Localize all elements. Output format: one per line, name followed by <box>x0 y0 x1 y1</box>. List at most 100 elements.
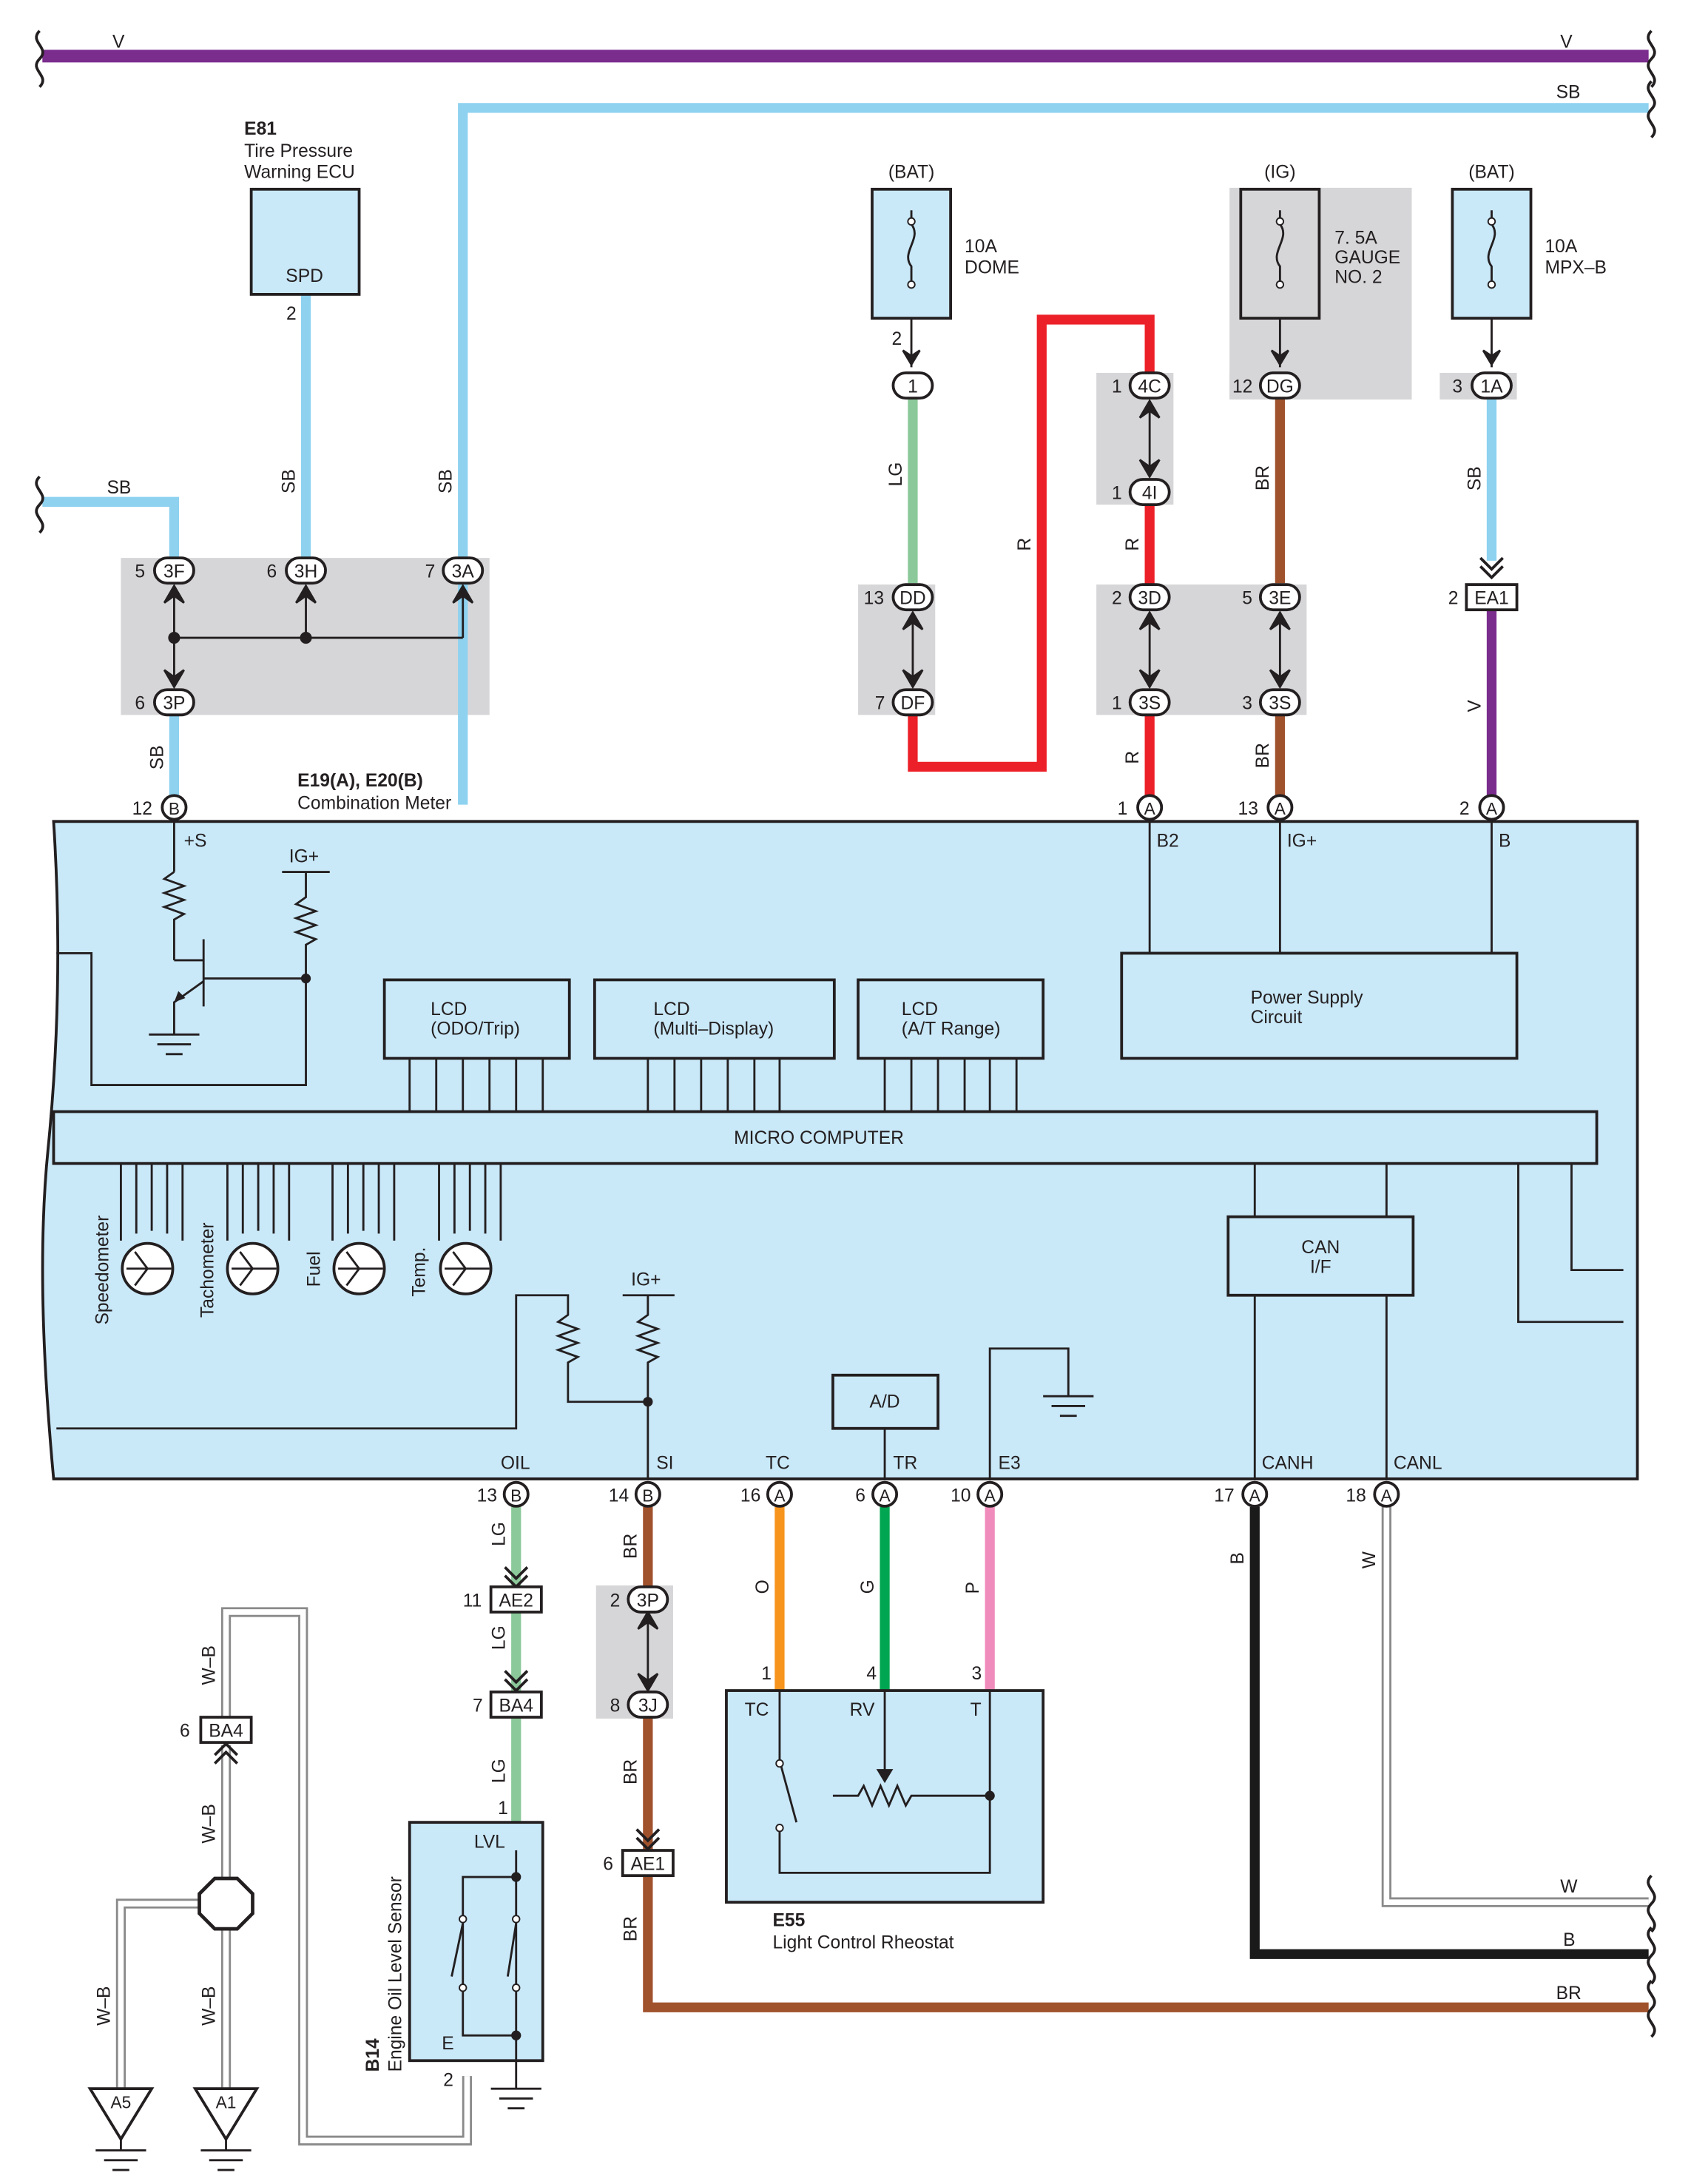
svg-text:13: 13 <box>1238 799 1258 819</box>
svg-text:B2: B2 <box>1157 831 1179 851</box>
svg-text:B: B <box>642 1486 653 1505</box>
ground-a1: A1 <box>192 2087 260 2171</box>
svg-text:NO. 2: NO. 2 <box>1334 268 1382 288</box>
svg-text:W–B: W–B <box>199 1804 219 1843</box>
svg-text:1: 1 <box>1112 377 1122 397</box>
svg-text:R: R <box>1123 751 1143 764</box>
svg-text:Engine Oil Level Sensor: Engine Oil Level Sensor <box>385 1876 405 2072</box>
svg-text:E: E <box>442 2034 453 2054</box>
svg-text:7. 5A: 7. 5A <box>1334 229 1377 249</box>
svg-text:BA4: BA4 <box>499 1696 533 1716</box>
svg-text:BA4: BA4 <box>209 1722 243 1742</box>
svg-text:4: 4 <box>866 1664 877 1684</box>
svg-text:CANL: CANL <box>1394 1454 1442 1474</box>
fuse-mpx: (BAT) 10A MPX–B 3 <box>1451 163 1607 397</box>
svg-text:Power Supply: Power Supply <box>1251 988 1364 1008</box>
svg-text:3S: 3S <box>1138 694 1161 714</box>
svg-text:2: 2 <box>443 2070 453 2090</box>
meter-internal-wiring <box>56 820 1624 1480</box>
svg-text:3D: 3D <box>1138 589 1161 609</box>
svg-text:4I: 4I <box>1142 484 1158 504</box>
svg-text:W: W <box>1560 1877 1578 1897</box>
svg-text:LCD: LCD <box>431 1000 467 1019</box>
svg-text:W–B: W–B <box>199 1645 219 1685</box>
svg-text:LG: LG <box>886 462 906 487</box>
svg-text:R: R <box>1015 538 1035 551</box>
svg-text:A: A <box>1275 799 1286 818</box>
svg-text:Speedometer: Speedometer <box>92 1216 112 1325</box>
svg-text:18: 18 <box>1346 1486 1366 1506</box>
svg-text:E3: E3 <box>999 1454 1021 1474</box>
wire-wb-a5 <box>115 1898 201 2089</box>
svg-text:B: B <box>510 1486 522 1505</box>
svg-text:O: O <box>753 1580 773 1594</box>
svg-text:8: 8 <box>610 1696 621 1716</box>
svg-text:BR: BR <box>621 1916 641 1941</box>
svg-text:W–B: W–B <box>94 1986 114 2026</box>
svg-text:3A: 3A <box>452 562 475 582</box>
svg-text:B: B <box>169 799 180 818</box>
svg-text:1: 1 <box>498 1799 508 1819</box>
wire-break-marks <box>35 30 1656 2038</box>
svg-text:A5: A5 <box>111 2093 132 2112</box>
svg-text:1: 1 <box>908 377 918 397</box>
meter-bottom-pins: B 13 B 14 A 16 A 6 A 10 A 17 A 18 AE2 11… <box>180 1480 1400 1878</box>
svg-text:3E: 3E <box>1269 589 1291 609</box>
svg-text:6: 6 <box>603 1855 613 1875</box>
svg-text:6: 6 <box>266 562 277 582</box>
svg-text:3F: 3F <box>163 562 185 582</box>
gauge-needles <box>126 1251 490 1287</box>
svg-text:(ODO/Trip): (ODO/Trip) <box>431 1019 520 1039</box>
svg-text:CANH: CANH <box>1262 1454 1314 1474</box>
svg-text:6: 6 <box>135 694 145 714</box>
svg-text:E19(A), E20(B): E19(A), E20(B) <box>297 771 423 791</box>
svg-text:LVL: LVL <box>474 1832 505 1852</box>
svg-text:12: 12 <box>132 799 152 819</box>
svg-text:A: A <box>774 1486 786 1505</box>
svg-text:7: 7 <box>875 694 885 714</box>
svg-text:OIL: OIL <box>501 1454 530 1474</box>
e55-rheostat: TC RV T 1 4 3 E55 Light Control Rheostat <box>725 1664 1045 1953</box>
svg-text:SB: SB <box>436 469 456 493</box>
svg-text:B14: B14 <box>363 2038 383 2072</box>
svg-text:G: G <box>858 1580 878 1594</box>
svg-text:1: 1 <box>1112 484 1122 504</box>
svg-text:SB: SB <box>279 469 299 493</box>
svg-text:Temp.: Temp. <box>410 1247 430 1297</box>
svg-text:(IG): (IG) <box>1264 163 1295 183</box>
svg-text:3S: 3S <box>1269 694 1291 714</box>
svg-text:2: 2 <box>892 329 902 349</box>
svg-text:5: 5 <box>1242 589 1252 609</box>
svg-text:IG+: IG+ <box>631 1270 661 1290</box>
svg-text:11: 11 <box>463 1591 482 1611</box>
svg-text:A/D: A/D <box>870 1392 900 1412</box>
svg-text:3P: 3P <box>637 1591 659 1611</box>
svg-text:IG+: IG+ <box>1287 831 1317 851</box>
svg-text:3P: 3P <box>163 694 185 714</box>
svg-text:Tire Pressure: Tire Pressure <box>244 141 353 161</box>
svg-text:R: R <box>1123 538 1143 551</box>
svg-text:W–B: W–B <box>199 1986 219 2026</box>
wire-w-canl <box>1381 1506 1649 1907</box>
splice-arrows <box>163 399 1291 1693</box>
svg-text:P: P <box>963 1582 983 1594</box>
svg-text:Circuit: Circuit <box>1251 1008 1303 1028</box>
meter-blocks <box>52 951 1599 1430</box>
svg-text:TC: TC <box>745 1700 769 1720</box>
svg-text:1: 1 <box>761 1664 772 1684</box>
svg-text:12: 12 <box>1232 377 1252 397</box>
wb-splice-octagon <box>198 1876 254 1931</box>
svg-text:1: 1 <box>1112 694 1122 714</box>
svg-text:7: 7 <box>425 562 436 582</box>
svg-text:Tachometer: Tachometer <box>198 1222 217 1318</box>
svg-text:B: B <box>1563 1930 1575 1950</box>
meter-junction-dots <box>174 973 653 1407</box>
svg-text:13: 13 <box>477 1486 497 1506</box>
svg-text:TR: TR <box>893 1454 917 1474</box>
svg-text:B: B <box>1499 831 1511 851</box>
svg-text:LG: LG <box>490 1759 510 1783</box>
svg-text:TC: TC <box>766 1454 790 1474</box>
svg-text:B: B <box>1228 1552 1248 1564</box>
svg-text:BR: BR <box>1253 465 1273 491</box>
